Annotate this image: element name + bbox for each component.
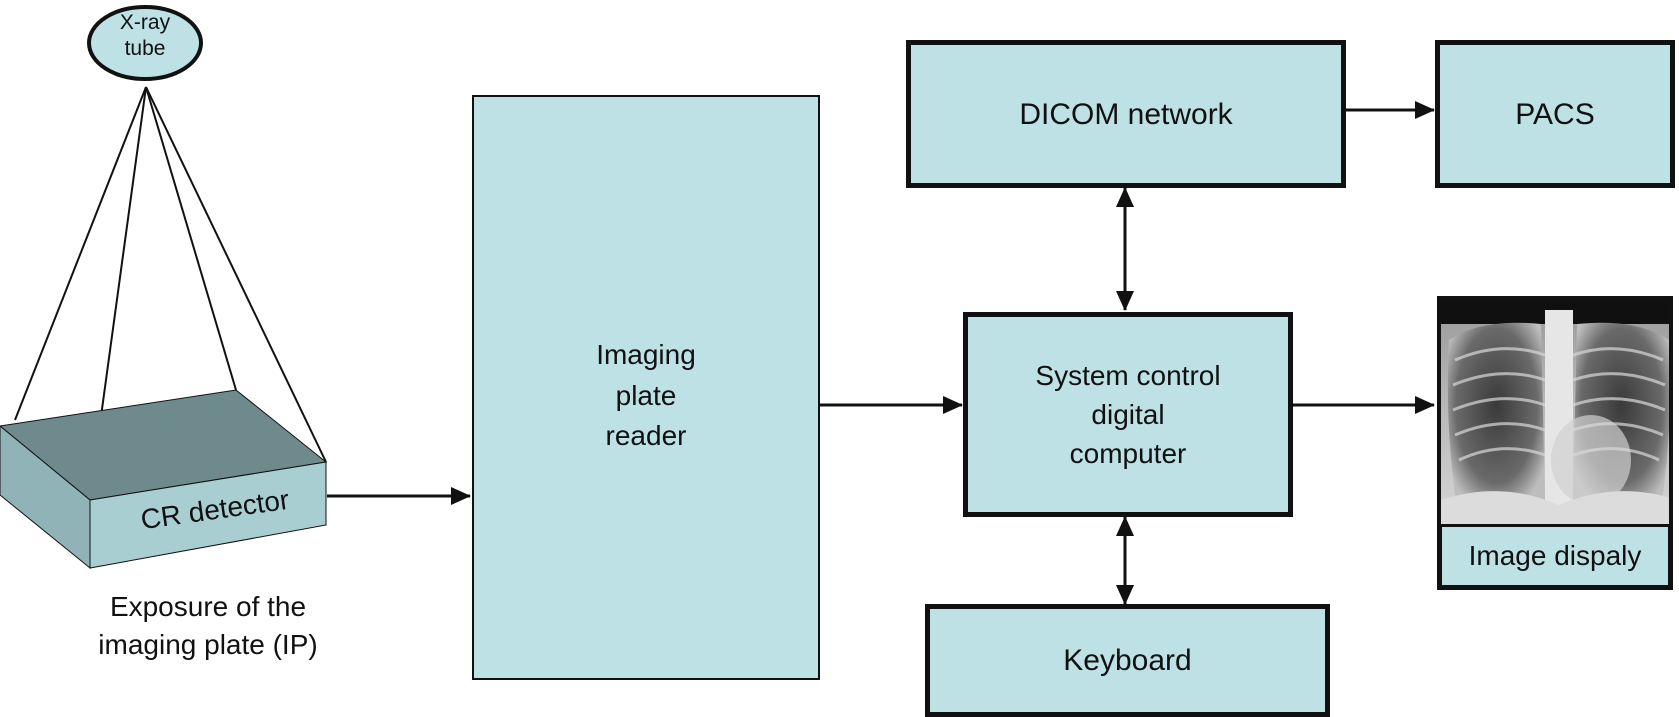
imaging-plate-reader-label: Imaging plate reader <box>596 339 696 452</box>
keyboard-box: Keyboard <box>925 604 1330 717</box>
image-display-caption-box: Image dispaly <box>1437 524 1673 590</box>
system-control-label: System control digital computer <box>1035 359 1221 470</box>
pacs-label: PACS <box>1515 97 1595 131</box>
cr-detector-shape <box>0 389 328 570</box>
chest-xray-graphic <box>1441 300 1669 524</box>
image-display-label: Image dispaly <box>1468 540 1642 571</box>
exposure-caption: Exposure of the imaging plate (IP) <box>98 591 318 660</box>
detector-side-face <box>0 425 91 570</box>
keyboard-label: Keyboard <box>1063 644 1192 677</box>
dicom-network-label: DICOM network <box>1019 97 1233 131</box>
system-control-box: System control digital computer <box>963 312 1293 517</box>
dicom-network-box: DICOM network <box>906 40 1346 188</box>
xray-tube-shape <box>87 5 203 81</box>
imaging-plate-reader-box: Imaging plate reader <box>472 95 820 680</box>
pacs-box: PACS <box>1435 40 1675 188</box>
chest-xray-image <box>1437 296 1673 524</box>
xray-tube-label: X-ray tube <box>119 11 171 61</box>
